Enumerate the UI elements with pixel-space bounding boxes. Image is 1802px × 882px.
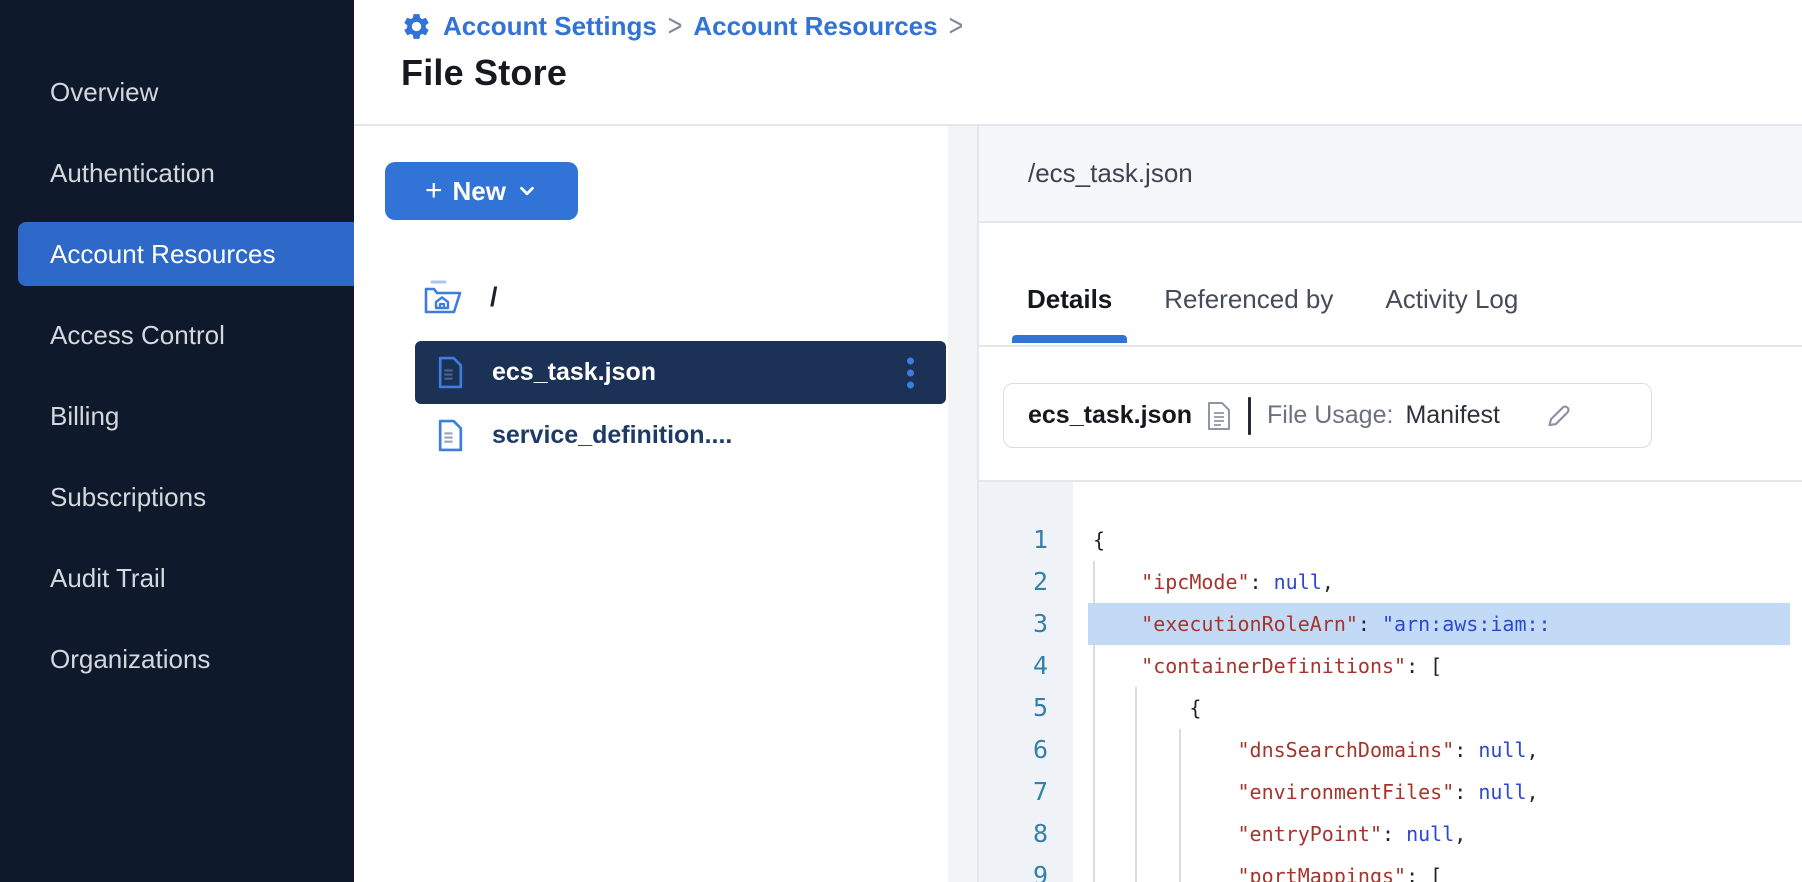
code-viewer[interactable]: 1 { 2 "ipcMode": null, 3 "executionRoleA… <box>979 480 1802 882</box>
line-number: 1 <box>1032 525 1048 554</box>
tab-label: Details <box>1027 283 1113 314</box>
breadcrumb-separator: > <box>948 7 964 43</box>
indent-guide <box>1093 561 1095 882</box>
sidebar-item-subscriptions[interactable]: Subscriptions <box>0 465 354 529</box>
sidebar-item-label: Authentication <box>50 157 215 188</box>
tab-label: Activity Log <box>1385 283 1519 314</box>
page-title: File Store <box>401 52 568 93</box>
indent-guide <box>1179 729 1181 882</box>
line-number: 7 <box>1032 777 1048 806</box>
tab-activity-log[interactable]: Activity Log <box>1370 253 1533 345</box>
code-line: 3 "executionRoleArn": "arn:aws:iam:: <box>979 603 1802 645</box>
line-number: 2 <box>1032 567 1048 596</box>
root-folder-label: / <box>490 281 498 312</box>
code-line: 8 "entryPoint": null, <box>979 813 1802 855</box>
page-header: Account Settings > Account Resources > F… <box>354 0 1802 126</box>
breadcrumb: Account Settings > Account Resources > <box>401 8 963 44</box>
panel-divider <box>977 126 979 882</box>
sidebar-item-label: Organizations <box>50 643 211 674</box>
code-line-text: "dnsSearchDomains": null, <box>1237 738 1539 762</box>
code-line-text: "containerDefinitions": [ <box>1141 654 1443 678</box>
tab-label: Referenced by <box>1164 283 1334 314</box>
settings-sidebar: Overview Authentication Account Resource… <box>0 0 354 882</box>
new-button-label: New <box>452 175 506 206</box>
code-line-text: "entryPoint": null, <box>1237 822 1467 846</box>
breadcrumb-separator: > <box>667 7 683 43</box>
file-info-box: ecs_task.json File Usage: Manifest <box>1003 383 1652 448</box>
sidebar-item-label: Billing <box>50 400 120 431</box>
file-usage-value: Manifest <box>1405 401 1500 429</box>
home-folder-icon <box>424 280 462 314</box>
file-row-service-definition[interactable]: service_definition.... <box>415 404 946 467</box>
line-number: 3 <box>1032 609 1048 638</box>
file-path: /ecs_task.json <box>1028 158 1193 188</box>
file-row-ecs-task-json[interactable]: ecs_task.json <box>415 341 946 404</box>
code-line: 7 "environmentFiles": null, <box>979 771 1802 813</box>
code-line-text: "ipcMode": null, <box>1141 570 1334 594</box>
code-line-text: { <box>1093 696 1202 720</box>
code-line-text: "environmentFiles": null, <box>1237 780 1539 804</box>
line-number: 8 <box>1032 819 1048 848</box>
tab-details[interactable]: Details <box>1012 253 1128 345</box>
sidebar-item-label: Subscriptions <box>50 481 207 512</box>
code-line-text: "executionRoleArn": "arn:aws:iam:: <box>1088 603 1790 645</box>
code-line: 2 "ipcMode": null, <box>979 561 1802 603</box>
sidebar-item-label: Access Control <box>50 319 225 350</box>
sidebar-item-label: Overview <box>50 76 159 107</box>
root-folder-row[interactable]: / <box>422 278 498 316</box>
code-line-text: { <box>1093 528 1106 552</box>
file-usage-label: File Usage: <box>1267 401 1394 429</box>
line-number: 4 <box>1032 651 1048 680</box>
edit-pencil-icon[interactable] <box>1542 400 1574 432</box>
sidebar-item-audit-trail[interactable]: Audit Trail <box>0 546 354 610</box>
sidebar-item-label: Account Resources <box>50 238 276 269</box>
file-path-bar: /ecs_task.json <box>979 126 1802 223</box>
chevron-down-icon <box>520 186 534 196</box>
file-detail-panel: /ecs_task.json Details Referenced by Act… <box>979 126 1802 882</box>
file-icon <box>438 419 463 452</box>
line-number-gutter <box>979 482 1073 882</box>
scrollbar-track[interactable] <box>948 126 977 882</box>
indent-guide <box>1135 687 1137 882</box>
plus-icon: + <box>425 174 443 207</box>
detail-tabs: Details Referenced by Activity Log <box>979 223 1802 347</box>
code-lines: 1 { 2 "ipcMode": null, 3 "executionRoleA… <box>979 482 1802 882</box>
code-line: 6 "dnsSearchDomains": null, <box>979 729 1802 771</box>
file-info-name: ecs_task.json <box>1028 401 1192 429</box>
file-tree-panel: + New / ecs_task.json service <box>354 126 948 882</box>
breadcrumb-link-account-settings[interactable]: Account Settings <box>443 10 657 41</box>
gear-icon <box>404 13 429 39</box>
code-line: 1 { <box>979 519 1802 561</box>
sidebar-item-label: Audit Trail <box>50 562 166 593</box>
sidebar-item-access-control[interactable]: Access Control <box>0 303 354 367</box>
sidebar-item-overview[interactable]: Overview <box>0 60 354 124</box>
active-tab-underline <box>1012 335 1128 343</box>
sidebar-item-organizations[interactable]: Organizations <box>0 627 354 691</box>
vertical-separator <box>1248 396 1251 435</box>
line-number: 5 <box>1032 693 1048 722</box>
line-number: 9 <box>1032 861 1048 882</box>
code-line: 9 "portMappings": [ <box>979 855 1802 882</box>
document-icon <box>1208 401 1230 430</box>
code-line: 4 "containerDefinitions": [ <box>979 645 1802 687</box>
new-button[interactable]: + New <box>385 162 578 220</box>
breadcrumb-link-account-resources[interactable]: Account Resources <box>693 10 938 41</box>
line-number: 6 <box>1032 735 1048 764</box>
code-line-text: "portMappings": [ <box>1237 864 1443 882</box>
sidebar-item-authentication[interactable]: Authentication <box>0 141 354 205</box>
kebab-menu-icon[interactable] <box>903 353 918 392</box>
code-line: 5 { <box>979 687 1802 729</box>
file-name: service_definition.... <box>492 421 733 449</box>
file-name: ecs_task.json <box>492 358 656 386</box>
file-icon <box>438 356 463 389</box>
tab-referenced-by[interactable]: Referenced by <box>1149 253 1348 345</box>
sidebar-item-billing[interactable]: Billing <box>0 384 354 448</box>
sidebar-item-account-resources[interactable]: Account Resources <box>18 222 354 286</box>
